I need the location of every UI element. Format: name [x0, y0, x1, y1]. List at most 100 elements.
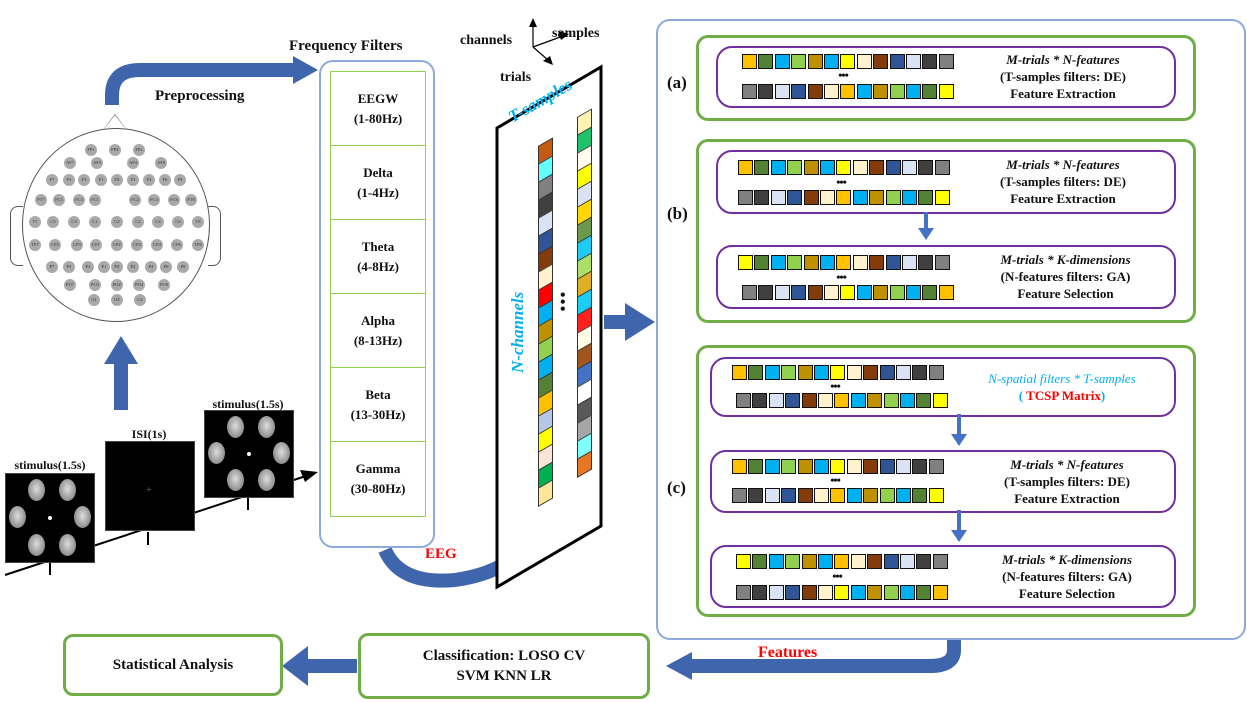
features-arrowhead	[666, 652, 692, 680]
step-name: Feature Extraction	[1010, 86, 1116, 101]
band-eegw: EEGW(1-80Hz)	[330, 71, 426, 146]
band-alpha: Alpha(8-13Hz)	[330, 293, 426, 368]
feature-cell	[807, 84, 823, 99]
feature-cell	[938, 285, 954, 300]
face-icon	[273, 442, 290, 464]
to-stats-arrowhead	[282, 646, 308, 686]
panel-b-feature-selection: ••• M-trials * K-dimensions (N-features …	[716, 245, 1176, 309]
band-range: (30-80Hz)	[350, 481, 406, 496]
panel-a-feature-extraction: ••• M-trials * N-features (T-samples fil…	[716, 46, 1176, 108]
feature-cell	[754, 255, 770, 270]
feature-cell	[934, 190, 950, 205]
feature-cell	[732, 459, 747, 474]
feature-cell	[836, 255, 852, 270]
feature-strip-top	[732, 365, 944, 380]
channel-strip-left	[538, 137, 553, 507]
feature-cell	[742, 285, 757, 300]
feature-cell	[742, 84, 757, 99]
ellipsis: •••	[832, 569, 843, 583]
feature-cell	[912, 459, 928, 474]
statistical-analysis-box: Statistical Analysis	[63, 634, 283, 696]
feature-cell	[918, 255, 934, 270]
feature-cell	[889, 54, 905, 69]
feature-cell	[938, 54, 954, 69]
feature-cell	[781, 459, 797, 474]
feature-cell	[748, 488, 764, 503]
feature-cell	[787, 190, 803, 205]
preprocessing-label: Preprocessing	[155, 88, 245, 104]
panel-b-label: (b)	[667, 204, 688, 223]
feature-cell	[781, 365, 797, 380]
frequency-filters-panel: EEGW(1-80Hz)Delta(1-4Hz)Theta(4-8Hz)Alph…	[319, 60, 435, 548]
electrode: F8	[174, 174, 186, 186]
feature-cell	[738, 255, 753, 270]
feature-cell	[758, 54, 774, 69]
electrode: P8	[177, 261, 189, 273]
face-icon	[208, 442, 225, 464]
face-icon	[227, 469, 244, 491]
electrode: F3	[78, 174, 90, 186]
feature-cell	[801, 393, 817, 408]
matrix-dims: M-trials * N-features	[1006, 52, 1120, 67]
electrode: FC4	[148, 194, 160, 206]
feature-cell	[850, 393, 866, 408]
fixation-dot	[247, 452, 251, 456]
band-range: (13-30Hz)	[350, 407, 406, 422]
feature-cell	[819, 255, 835, 270]
channels-axis-label: channels	[460, 33, 513, 48]
feature-cell	[850, 585, 866, 600]
face-icon	[59, 534, 76, 556]
electrode: O2	[134, 294, 146, 306]
feature-cell	[817, 554, 833, 569]
matrix-dims: M-trials * K-dimensions	[1000, 252, 1131, 267]
feature-cell	[895, 365, 911, 380]
feature-cell	[768, 393, 784, 408]
feature-cell	[748, 365, 764, 380]
electrode: PO3	[89, 279, 101, 291]
feature-cell	[803, 160, 819, 175]
band-name: Delta	[363, 165, 393, 180]
feature-cell	[732, 365, 747, 380]
electrode: POZ	[111, 279, 123, 291]
feature-cell	[938, 84, 954, 99]
feature-cell	[905, 285, 921, 300]
feature-cell	[785, 554, 801, 569]
ellipsis: •••	[836, 270, 847, 284]
face-icon	[28, 534, 45, 556]
right-ear	[208, 206, 221, 266]
timeline-arrowhead	[300, 470, 318, 482]
feature-cell	[791, 285, 807, 300]
feature-cell	[764, 365, 780, 380]
electrode: FC3	[73, 194, 85, 206]
feature-cell	[905, 84, 921, 99]
face-icon	[28, 479, 45, 501]
trials-axis-label: trials	[500, 70, 532, 85]
band-name: EEGW	[357, 91, 399, 106]
feature-cell	[856, 54, 872, 69]
electrode: C1	[89, 216, 101, 228]
electrode: CP3	[71, 239, 83, 251]
classifiers: SVM KNN LR	[456, 668, 552, 684]
preprocessing-arrowhead	[293, 56, 318, 84]
feature-cell	[736, 554, 751, 569]
eeg-label: EEG	[425, 546, 457, 562]
feature-cell	[797, 365, 813, 380]
band-gamma: Gamma(30-80Hz)	[330, 441, 426, 517]
stimulus-1-panel	[5, 473, 95, 563]
feature-cell	[803, 190, 819, 205]
samples-axis-label: samples	[552, 26, 600, 41]
electrode: P4	[145, 261, 157, 273]
feature-cell	[852, 160, 868, 175]
feature-cell	[852, 255, 868, 270]
electrode: AF3	[91, 157, 103, 169]
feature-cell	[916, 393, 932, 408]
stimulus-2-label: stimulus(1.5s)	[212, 397, 284, 411]
feature-cell	[899, 554, 915, 569]
feature-cell	[797, 459, 813, 474]
feature-strip-top	[732, 459, 944, 474]
panel-b-feature-extraction: ••• M-trials * N-features (T-samples fil…	[716, 150, 1176, 214]
stimulus-1-label: stimulus(1.5s)	[14, 458, 86, 472]
feature-cell	[823, 285, 839, 300]
feature-cell	[738, 190, 753, 205]
electrode: FC2	[129, 194, 141, 206]
